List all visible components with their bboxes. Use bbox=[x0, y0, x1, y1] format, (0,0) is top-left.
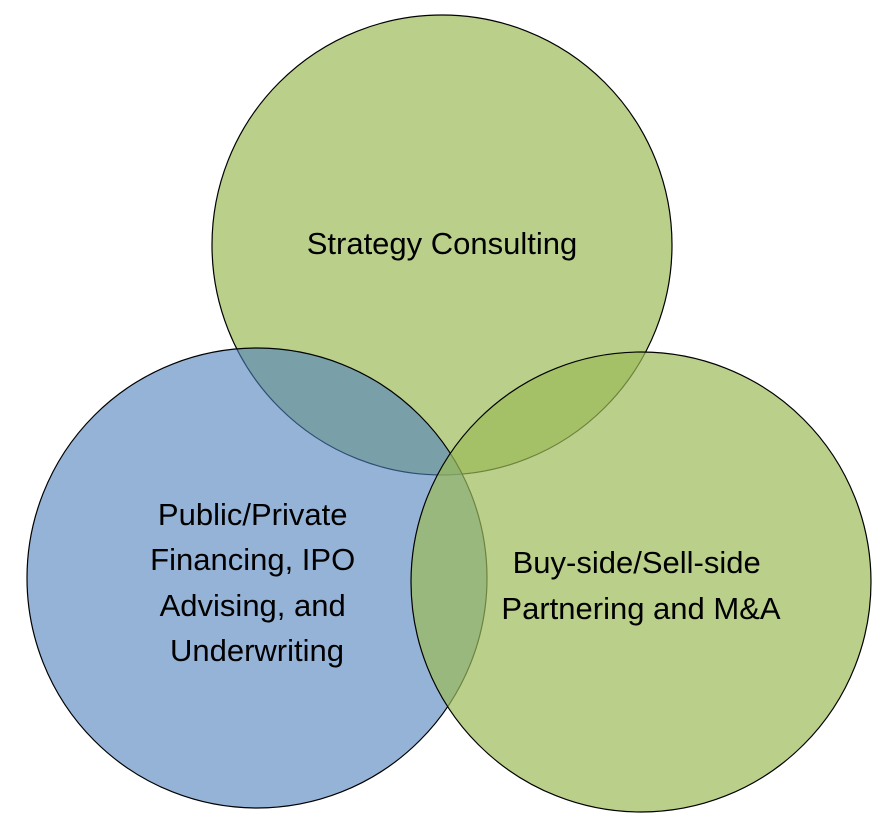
label-strategy-line-1: Strategy Consulting bbox=[307, 226, 578, 261]
label-financing-line-3: Advising, and bbox=[160, 588, 346, 623]
label-financing-line-4: Underwriting bbox=[170, 633, 344, 668]
circle-partnering bbox=[410, 351, 872, 813]
label-financing: Public/Private Financing, IPO Advising, … bbox=[150, 497, 364, 668]
circle-partnering-shape bbox=[410, 351, 872, 813]
label-strategy-consulting: Strategy Consulting bbox=[307, 226, 578, 261]
label-partnering-line-1: Buy-side/Sell-side bbox=[513, 545, 761, 580]
label-partnering: Buy-side/Sell-side Partnering and M&A bbox=[501, 545, 780, 626]
label-financing-line-1: Public/Private bbox=[158, 497, 348, 532]
label-partnering-line-2: Partnering and M&A bbox=[501, 591, 780, 626]
label-financing-line-2: Financing, IPO bbox=[150, 542, 355, 577]
